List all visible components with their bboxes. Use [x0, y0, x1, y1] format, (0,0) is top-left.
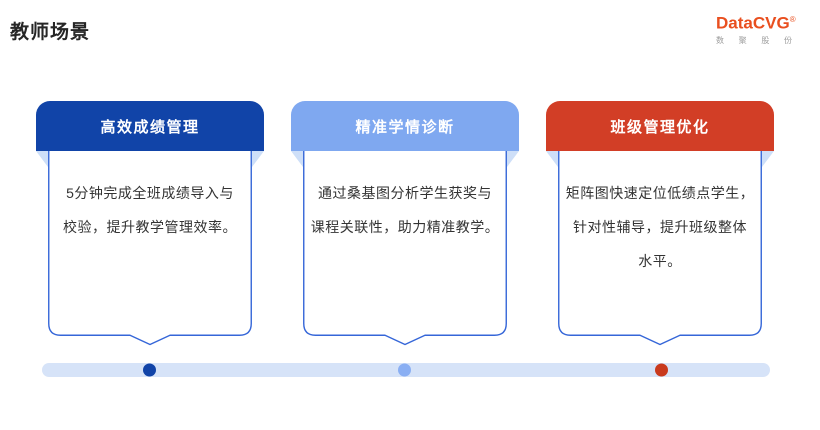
card-header: 精准学情诊断 [291, 101, 519, 151]
datacvg-logo: DataCVG® 数 聚 股 份 [716, 10, 800, 46]
card-outline [558, 151, 762, 346]
logo-wordmark: DataCVG® [716, 13, 796, 33]
timeline-dot-2 [398, 363, 411, 377]
card-grade-management: 高效成绩管理 5分钟完成全班成绩导入与 校验，提升教学管理效率。 [36, 101, 264, 346]
timeline-dot-3 [655, 363, 668, 377]
timeline-dot-1 [143, 363, 156, 377]
card-header: 班级管理优化 [546, 101, 774, 151]
card-description: 通过桑基图分析学生获奖与 课程关联性，助力精准教学。 [310, 185, 500, 235]
registered-mark: ® [789, 15, 796, 24]
card-class-optimization: 班级管理优化 矩阵图快速定位低绩点学生， 针对性辅导，提升班级整体 水平。 [546, 101, 774, 346]
card-description: 5分钟完成全班成绩导入与 校验，提升教学管理效率。 [63, 185, 237, 235]
card-body: 通过桑基图分析学生获奖与 课程关联性，助力精准教学。 [303, 151, 507, 346]
ribbon-fold-left [36, 151, 48, 167]
scenario-cards: 高效成绩管理 5分钟完成全班成绩导入与 校验，提升教学管理效率。 精准学情诊断 [36, 101, 774, 346]
ribbon-fold-right [507, 151, 519, 167]
ribbon-fold-left [291, 151, 303, 167]
ribbon-fold-right [762, 151, 774, 167]
card-outline [303, 151, 507, 346]
ribbon-fold-left [546, 151, 558, 167]
page-title: 教师场景 [10, 22, 91, 43]
ribbon-fold-right [252, 151, 264, 167]
card-header: 高效成绩管理 [36, 101, 264, 151]
card-learning-diagnosis: 精准学情诊断 通过桑基图分析学生获奖与 课程关联性，助力精准教学。 [291, 101, 519, 346]
timeline-bar [42, 363, 770, 377]
card-outline [48, 151, 252, 346]
card-body: 5分钟完成全班成绩导入与 校验，提升教学管理效率。 [48, 151, 252, 346]
logo-subtext: 数 聚 股 份 [716, 35, 792, 45]
card-body: 矩阵图快速定位低绩点学生， 针对性辅导，提升班级整体 水平。 [558, 151, 762, 346]
card-description: 矩阵图快速定位低绩点学生， 针对性辅导，提升班级整体 水平。 [565, 185, 755, 269]
